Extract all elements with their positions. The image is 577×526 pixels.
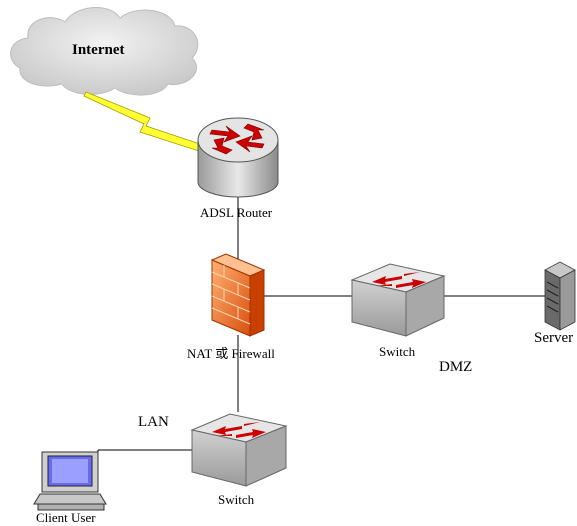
switch-icon-lan: [190, 413, 288, 487]
switch-icon-dmz: [350, 263, 446, 337]
computer-icon: [33, 450, 107, 511]
firewall-icon: [210, 253, 266, 337]
internet-label: Internet: [72, 42, 125, 58]
dmz-zone-label: DMZ: [439, 359, 473, 375]
router-label: ADSL Router: [200, 205, 273, 220]
lan-zone-label: LAN: [138, 414, 169, 430]
client-label: Client User: [36, 510, 96, 525]
router-icon: [197, 117, 279, 198]
lan-switch-label: Switch: [218, 492, 255, 507]
dmz-switch-label: Switch: [379, 344, 416, 359]
firewall-label: NAT 或 Firewall: [187, 346, 275, 361]
server-icon: [544, 261, 576, 331]
server-label: Server: [534, 330, 574, 346]
connection-lines: [98, 190, 545, 451]
